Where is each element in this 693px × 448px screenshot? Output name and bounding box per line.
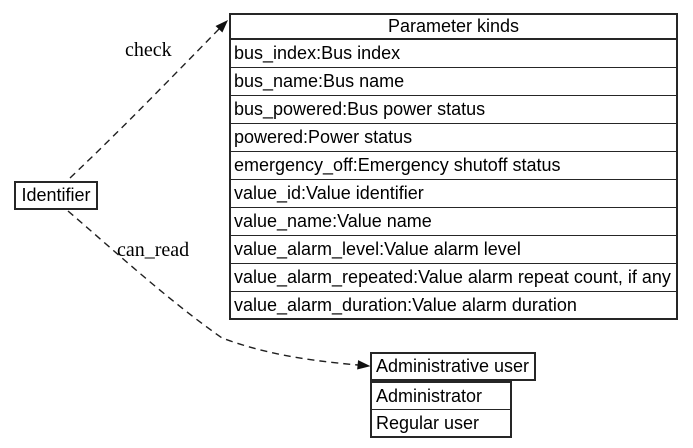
identifier-node: Identifier [14, 181, 98, 210]
parameter-row-value-id: value_id:Value identifier [231, 180, 676, 208]
parameter-row-powered: powered:Power status [231, 124, 676, 152]
parameter-row-value-name: value_name:Value name [231, 208, 676, 236]
parameter-row-value-alarm-level: value_alarm_level:Value alarm level [231, 236, 676, 264]
parameter-kinds-table: Parameter kinds bus_index:Bus index bus_… [229, 13, 678, 320]
admin-user-table: Administrator Regular user [370, 381, 512, 438]
parameter-row-bus-index: bus_index:Bus index [231, 40, 676, 68]
parameter-row-bus-powered: bus_powered:Bus power status [231, 96, 676, 124]
edge-label-can-read: can_read [117, 239, 190, 261]
admin-user-table-title: Administrative user [370, 352, 536, 381]
parameter-row-value-alarm-repeated: value_alarm_repeated:Value alarm repeat … [231, 264, 676, 292]
edge-can-read-arrowhead [357, 360, 371, 370]
edge-label-check: check [125, 39, 172, 61]
user-row-administrator: Administrator [372, 383, 510, 410]
parameter-row-bus-name: bus_name:Bus name [231, 68, 676, 96]
parameter-row-value-alarm-duration: value_alarm_duration:Value alarm duratio… [234, 295, 577, 315]
edge-check-arrowhead [215, 19, 229, 33]
parameter-row-emergency-off: emergency_off:Emergency shutoff status [231, 152, 676, 180]
user-row-regular-user: Regular user [376, 413, 480, 433]
parameter-kinds-title: Parameter kinds [231, 15, 676, 40]
